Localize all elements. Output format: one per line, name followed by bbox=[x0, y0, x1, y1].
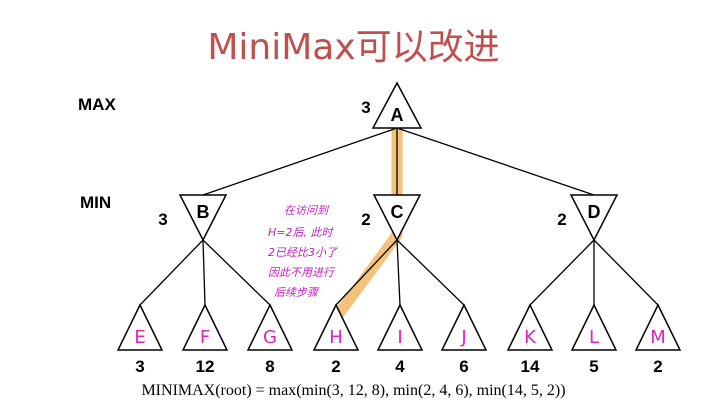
max-level-label: MAX bbox=[78, 95, 116, 114]
leaf-triangle bbox=[116, 303, 164, 351]
minimax-formula: MINIMAX(root) = max(min(3, 12, 8), min(2… bbox=[141, 382, 566, 399]
leaf-value: 3 bbox=[135, 357, 144, 376]
leaf-value: 12 bbox=[196, 357, 215, 376]
node-value: 2 bbox=[557, 210, 566, 229]
leaf-label: H bbox=[329, 327, 343, 348]
min-triangle bbox=[569, 194, 619, 242]
node-label: A bbox=[391, 105, 404, 125]
leaf-I: I 4 bbox=[376, 303, 424, 376]
leaf-value: 2 bbox=[331, 357, 340, 376]
min-edges bbox=[139, 239, 659, 306]
node-label: B bbox=[197, 202, 210, 222]
leaf-value: 14 bbox=[521, 357, 540, 376]
leaf-J: J 6 bbox=[440, 303, 488, 376]
leaf-value: 8 bbox=[265, 357, 274, 376]
slide-title: MiniMax可以改进 bbox=[207, 27, 500, 68]
min-triangle bbox=[372, 194, 422, 242]
node-label: D bbox=[588, 202, 601, 222]
annotation-line: 在访问到 bbox=[284, 204, 330, 217]
leaf-label: E bbox=[134, 327, 145, 348]
leaf-triangle bbox=[246, 303, 294, 351]
handwritten-annotation: 在访问到 H=2后, 此时 2已经比3小了 因此不用进行 后续步骤 bbox=[268, 204, 338, 299]
leaf-label: I bbox=[397, 327, 402, 348]
node-D: D 2 bbox=[557, 194, 619, 242]
node-value: 3 bbox=[158, 210, 167, 229]
min-triangle bbox=[178, 194, 228, 242]
leaf-value: 2 bbox=[653, 357, 662, 376]
node-A: A 3 bbox=[361, 81, 423, 129]
leaf-label: J bbox=[460, 327, 466, 348]
leaf-triangle bbox=[634, 303, 682, 351]
leaf-triangle bbox=[570, 303, 618, 351]
leaf-label: K bbox=[524, 327, 537, 348]
leaf-label: G bbox=[263, 327, 277, 348]
leaf-M: M 2 bbox=[634, 303, 682, 376]
node-B: B 3 bbox=[158, 194, 228, 242]
leaf-triangle bbox=[376, 303, 424, 351]
max-triangle bbox=[371, 81, 423, 129]
leaf-label: L bbox=[589, 327, 599, 348]
annotation-line: 2已经比3小了 bbox=[268, 246, 338, 259]
leaf-triangle bbox=[181, 303, 229, 351]
leaf-G: G 8 bbox=[246, 303, 294, 376]
leaf-value: 5 bbox=[589, 357, 598, 376]
annotation-line: 后续步骤 bbox=[274, 286, 320, 299]
leaf-triangle bbox=[312, 303, 360, 351]
leaf-triangle bbox=[440, 303, 488, 351]
node-value: 2 bbox=[361, 210, 370, 229]
min-level-label: MIN bbox=[80, 193, 112, 212]
node-value: 3 bbox=[361, 98, 370, 117]
node-label: C bbox=[391, 202, 404, 222]
leaf-triangle bbox=[506, 303, 554, 351]
leaf-L: L 5 bbox=[570, 303, 618, 376]
node-C: C 2 bbox=[361, 194, 422, 242]
annotation-line: 因此不用进行 bbox=[268, 266, 336, 279]
leaf-K: K 14 bbox=[506, 303, 554, 376]
leaf-label: M bbox=[650, 327, 666, 348]
leaf-F: F 12 bbox=[181, 303, 229, 376]
leaf-E: E 3 bbox=[116, 303, 164, 376]
leaf-H: H 2 bbox=[312, 303, 360, 376]
root-edges bbox=[202, 127, 595, 196]
annotation-line: H=2后, 此时 bbox=[268, 226, 334, 239]
leaf-value: 6 bbox=[459, 357, 468, 376]
leaf-value: 4 bbox=[395, 357, 405, 376]
leaf-label: F bbox=[200, 327, 210, 348]
